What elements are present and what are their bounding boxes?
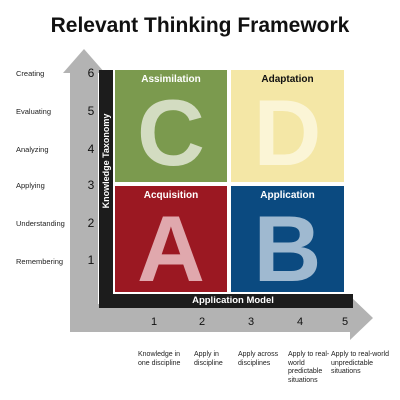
y-level-label: Applying xyxy=(16,181,45,190)
x-level-description: Knowledge in one discipline xyxy=(138,351,181,367)
y-level-label: Remembering xyxy=(16,257,64,266)
y-level-number: 2 xyxy=(87,216,95,230)
y-level-label: Evaluating xyxy=(16,107,52,116)
x-axis-title: Application Model xyxy=(192,295,274,306)
x-level-number: 1 xyxy=(150,316,158,328)
quadrant-a-acquisition: Acquisition A xyxy=(115,186,227,292)
x-axis-bar xyxy=(99,294,353,308)
x-level-description: Apply in discipline xyxy=(194,351,223,367)
quadrant-title: Acquisition xyxy=(143,190,199,201)
quadrant-letter: C xyxy=(137,80,205,182)
x-level-number: 2 xyxy=(198,316,206,328)
x-level-number: 4 xyxy=(296,316,304,328)
quadrant-title: Application xyxy=(260,190,315,201)
y-axis-title: Knowledge Taxonomy xyxy=(101,113,111,209)
quadrant-letter: A xyxy=(137,196,205,293)
x-level-description: Apply to real-world predictable situatio… xyxy=(288,351,330,384)
quadrant-d-adaptation: Adaptation D xyxy=(231,70,344,182)
quadrant-letter: B xyxy=(253,196,322,293)
quadrant-letter: D xyxy=(253,80,322,182)
y-level-label: Understanding xyxy=(16,219,65,228)
x-level-number: 3 xyxy=(247,316,255,328)
y-axis-arrow xyxy=(63,49,105,332)
x-level-number: 5 xyxy=(341,316,349,328)
y-level-label: Creating xyxy=(16,69,45,78)
diagram-title: Relevant Thinking Framework xyxy=(50,14,350,37)
x-level-description: Apply to real-world unpredictable situat… xyxy=(331,351,389,375)
quadrant-title: Assimilation xyxy=(141,74,201,85)
x-level-description: Apply across disciplines xyxy=(238,351,279,367)
quadrant-c-assimilation: Assimilation C xyxy=(115,70,227,182)
y-level-number: 5 xyxy=(87,104,95,118)
y-level-number: 3 xyxy=(87,178,95,192)
quadrant-title: Adaptation xyxy=(261,74,314,85)
y-axis-bar xyxy=(99,70,113,306)
y-level-number: 1 xyxy=(87,253,95,267)
y-level-number: 6 xyxy=(87,66,95,80)
y-level-label: Analyzing xyxy=(16,145,49,154)
quadrant-b-application: Application B xyxy=(231,186,344,292)
y-level-number: 4 xyxy=(87,142,95,156)
